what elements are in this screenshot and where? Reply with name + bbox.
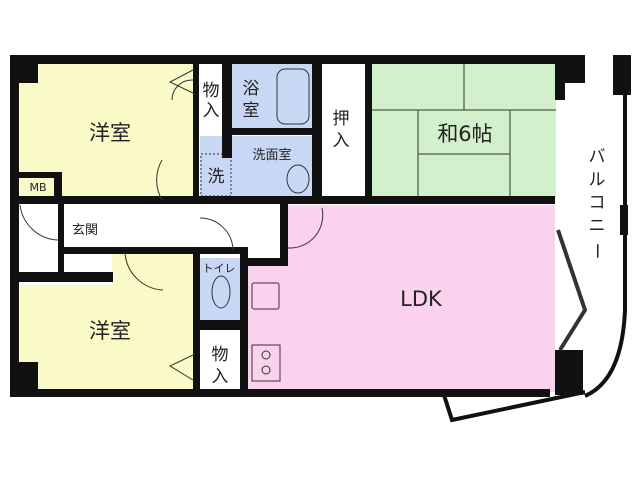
washbasin-icon bbox=[286, 164, 310, 194]
bathroom-label-2: 室 bbox=[243, 101, 260, 121]
balcony-label-3: コ bbox=[589, 193, 606, 213]
washroom-label: 洗面室 bbox=[252, 147, 291, 163]
kitchen-fill bbox=[247, 266, 287, 392]
toilet-fill bbox=[200, 258, 240, 320]
closet-label-1: 押 bbox=[333, 109, 350, 129]
western-room-upper-label: 洋室 bbox=[89, 121, 131, 145]
entrance-label: 玄関 bbox=[72, 223, 98, 238]
ldk-fill bbox=[287, 205, 555, 392]
sink-icon bbox=[251, 282, 280, 310]
storage-upper-label-2: 入 bbox=[203, 101, 220, 121]
storage-lower-label-1: 物 bbox=[212, 345, 229, 365]
washroom-fill bbox=[200, 136, 312, 198]
ldk-label: LDK bbox=[400, 287, 443, 311]
walls bbox=[10, 55, 631, 397]
balcony-label-1: バ bbox=[589, 147, 606, 167]
bathtub-icon bbox=[276, 68, 310, 125]
door-swings bbox=[19, 69, 324, 381]
storage-lower-label-2: 入 bbox=[212, 367, 229, 387]
bathroom-label-1: 浴 bbox=[243, 79, 260, 99]
balcony-label-5: ー bbox=[586, 243, 606, 260]
bay-window bbox=[556, 229, 588, 352]
burner-icon bbox=[261, 365, 271, 375]
balcony-rail bbox=[584, 90, 627, 398]
storage-upper-label-1: 物 bbox=[203, 81, 220, 101]
meter-box-label: MB bbox=[29, 181, 46, 194]
stove-icon bbox=[251, 344, 281, 382]
balcony-label-2: ル bbox=[589, 170, 606, 190]
closet-label-2: 入 bbox=[333, 131, 350, 151]
burner-icon bbox=[261, 350, 271, 360]
western-room-lower-label: 洋室 bbox=[89, 319, 131, 343]
bottom-bay-window bbox=[441, 390, 586, 423]
washer-label: 洗 bbox=[208, 167, 225, 187]
balcony-label-4: ニ bbox=[589, 216, 606, 236]
toilet-icon bbox=[211, 275, 231, 309]
toilet-label: トイレ bbox=[203, 262, 236, 275]
japanese-room-label: 和6帖 bbox=[437, 122, 492, 146]
